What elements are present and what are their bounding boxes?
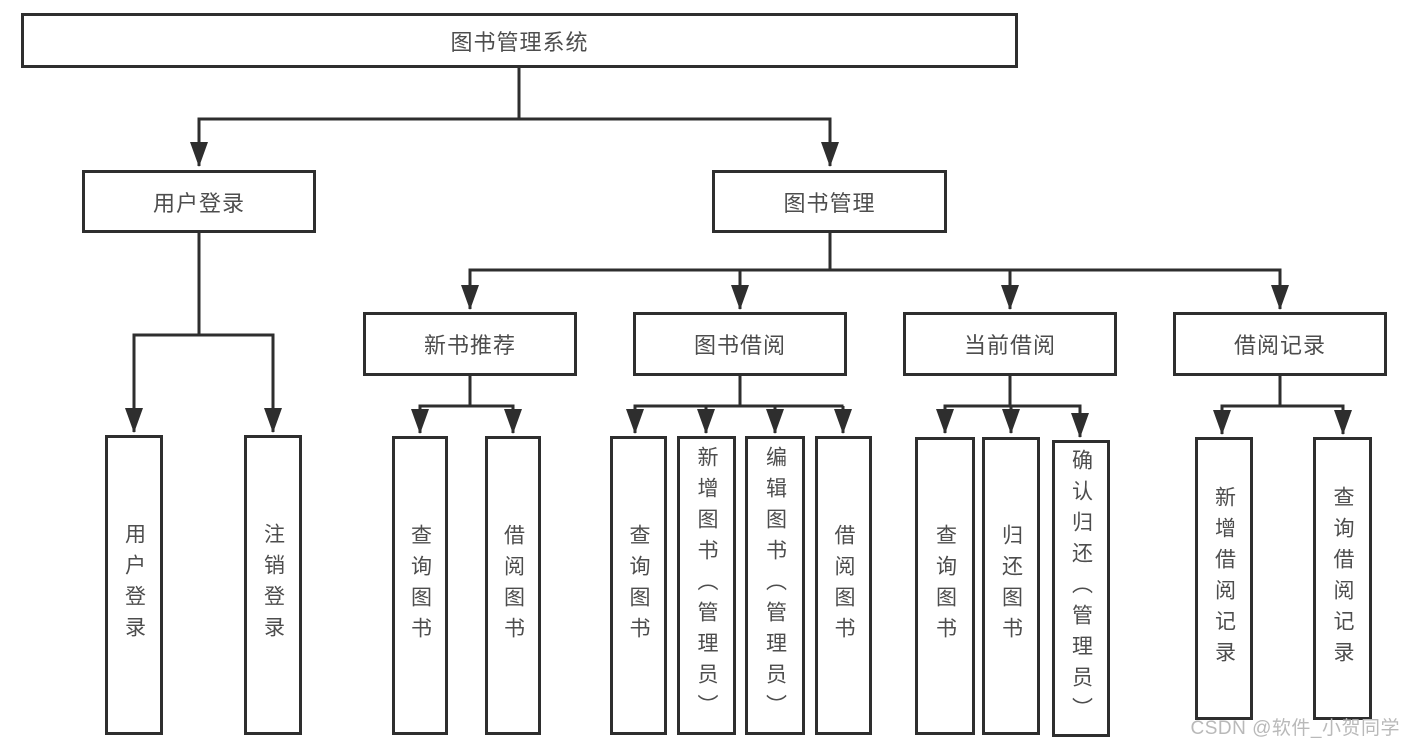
leaf-current-return-books-label: 归还图书	[999, 524, 1023, 648]
leaf-current-return-books: 归还图书	[982, 437, 1040, 735]
leaf-recommend-query-books-label: 查询图书	[408, 523, 432, 648]
node-borrowing-records: 借阅记录	[1173, 312, 1387, 376]
leaf-current-query-books: 查询图书	[915, 437, 975, 735]
leaf-records-add-borrow-record-label: 新增借阅记录	[1212, 485, 1236, 672]
leaf-borrowing-add-books-admin-label: 新增图书（管理员）	[695, 446, 718, 725]
leaf-logout-login-label: 注销登录	[261, 523, 285, 647]
node-new-book-recommendation: 新书推荐	[363, 312, 577, 376]
leaf-logout-login: 注销登录	[244, 435, 302, 735]
leaf-records-query-borrow-record-label: 查询借阅记录	[1331, 485, 1354, 672]
node-book-borrowing: 图书借阅	[633, 312, 847, 376]
leaf-borrowing-borrow-books: 借阅图书	[815, 436, 872, 735]
node-book-borrowing-label: 图书借阅	[693, 333, 786, 358]
leaf-borrowing-borrow-books-label: 借阅图书	[832, 523, 855, 648]
node-new-book-recommendation-label: 新书推荐	[423, 333, 516, 358]
leaf-borrowing-query-books-label: 查询图书	[627, 523, 650, 648]
leaf-borrowing-edit-books-admin-label: 编辑图书（管理员）	[763, 446, 787, 725]
node-user-login: 用户登录	[82, 170, 316, 233]
node-current-borrowing-label: 当前借阅	[963, 333, 1056, 358]
leaf-current-confirm-return-admin-label: 确认归还（管理员）	[1069, 449, 1093, 728]
watermark: CSDN @软件_小贺同学	[1190, 718, 1400, 739]
leaf-current-confirm-return-admin: 确认归还（管理员）	[1052, 440, 1110, 737]
leaf-recommend-query-books: 查询图书	[392, 436, 448, 735]
leaf-current-query-books-label: 查询图书	[933, 524, 957, 648]
node-current-borrowing: 当前借阅	[903, 312, 1117, 376]
node-borrowing-records-label: 借阅记录	[1233, 333, 1326, 358]
leaf-records-add-borrow-record: 新增借阅记录	[1195, 437, 1253, 720]
leaf-borrowing-add-books-admin: 新增图书（管理员）	[677, 436, 736, 735]
leaf-user-login-label: 用户登录	[122, 523, 146, 647]
node-user-login-label: 用户登录	[152, 190, 245, 216]
node-library-management-system-label: 图书管理系统	[450, 29, 589, 55]
node-book-management-label: 图书管理	[783, 190, 876, 216]
leaf-recommend-borrow-books: 借阅图书	[485, 436, 541, 735]
leaf-user-login: 用户登录	[105, 435, 163, 735]
node-library-management-system: 图书管理系统	[21, 13, 1018, 68]
leaf-recommend-borrow-books-label: 借阅图书	[501, 523, 525, 648]
leaf-records-query-borrow-record: 查询借阅记录	[1313, 437, 1372, 720]
leaf-borrowing-edit-books-admin: 编辑图书（管理员）	[745, 436, 805, 735]
leaf-borrowing-query-books: 查询图书	[610, 436, 667, 735]
node-book-management: 图书管理	[712, 170, 947, 233]
